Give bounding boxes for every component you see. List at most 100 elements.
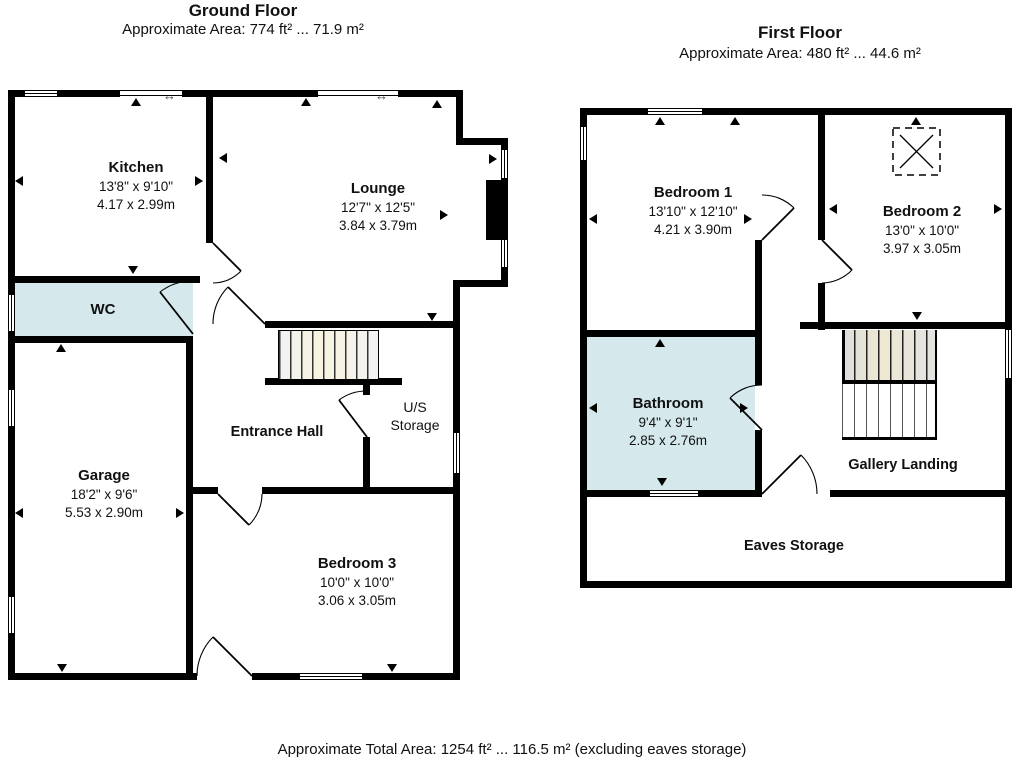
door-swing-arc [821,269,853,284]
room-dim-metric: 2.85 x 2.76m [628,432,708,448]
wall [8,90,463,97]
room-name: Kitchen [108,159,164,176]
wall [501,138,508,287]
marker-triangle-icon [301,98,311,106]
wall [265,378,402,385]
wall [755,240,762,330]
wall [830,490,1012,497]
room-name: Bedroom 1 [653,184,733,201]
bedroom1-label: Bedroom 1 13'10" x 12'10" 4.21 x 3.90m [608,183,778,238]
wall [186,336,193,680]
wall [1005,108,1012,497]
wall [363,437,370,494]
wall [755,430,762,497]
lounge-label: Lounge 12'7" x 12'5" 3.84 x 3.79m [293,179,463,234]
room-dim-metric: 3.06 x 3.05m [317,592,397,608]
wall [193,487,218,494]
room-name: Entrance Hall [230,424,324,440]
marker-triangle-icon [440,210,448,220]
window [501,240,508,267]
wall [8,276,200,283]
ground-floor-area: Approximate Area: 774 ft² ... 71.9 m² [122,21,364,38]
room-dim-imperial: 13'10" x 12'10" [648,203,738,219]
garage-label: Garage 18'2" x 9'6" 5.53 x 2.90m [19,466,189,521]
wall [818,108,825,240]
marker-triangle-icon [56,344,66,352]
stair-rail [842,380,937,384]
window [8,597,15,633]
marker-triangle-icon [219,153,227,163]
window [318,90,398,97]
stair-edge [842,437,937,440]
wall [453,280,460,680]
room-dim-metric: 5.53 x 2.90m [64,504,144,520]
room-dim-imperial: 18'2" x 9'6" [70,486,138,502]
wall [818,283,825,330]
wall [8,673,197,680]
skylight-cross [899,134,934,169]
room-dim-metric: 4.17 x 2.99m [96,196,176,212]
marker-triangle-icon [489,154,497,164]
wall [755,337,762,385]
wall [580,497,587,588]
window [300,673,362,680]
marker-triangle-icon [744,214,752,224]
marker-triangle-icon [57,664,67,672]
room-name: Bathroom [632,395,704,412]
wall [8,90,15,680]
marker-triangle-icon [911,117,921,125]
window [1005,330,1012,378]
room-name: Eaves Storage [744,538,844,554]
door-leaf [761,454,802,495]
door-swing-arc [196,636,214,677]
wall [8,336,193,343]
wall [580,581,1012,588]
room-dim-imperial: 10'0" x 10'0" [319,574,395,590]
window [501,150,508,178]
bathroom-fill [587,337,755,490]
window [8,390,15,426]
stair-edge [935,330,937,440]
door-swing-arc [800,454,818,495]
room-dim-imperial: 13'8" x 9'10" [98,178,174,194]
ground-floor-title: Ground Floor [188,1,298,20]
wall [363,378,370,395]
total-area-text: Approximate Total Area: 1254 ft² ... 116… [277,741,747,758]
wall [580,108,1012,115]
first-floor-area: Approximate Area: 480 ft² ... 44.6 m² [679,45,921,62]
wall [1005,497,1012,588]
wall [262,487,460,494]
marker-triangle-icon [655,117,665,125]
wall [800,322,1012,329]
door-swing-arc [248,493,263,526]
bedroom2-label: Bedroom 2 13'0" x 10'0" 3.97 x 3.05m [837,202,1007,257]
marker-triangle-icon [829,204,837,214]
room-dim-imperial: 13'0" x 10'0" [884,222,960,238]
marker-triangle-icon [740,403,748,413]
stair-edge [842,330,845,380]
gallery-landing-label: Gallery Landing [818,456,988,475]
room-name: Lounge [350,180,406,197]
room-name: U/S Storage [390,399,440,434]
marker-triangle-icon [655,339,665,347]
marker-triangle-icon [912,312,922,320]
room-name: Bedroom 2 [882,203,962,220]
room-dim-metric: 3.97 x 3.05m [882,240,962,256]
us-storage-label: U/S Storage [384,398,446,435]
window-arrow-icon: ↔ [163,88,176,103]
door-leaf [217,493,250,526]
wall [206,90,213,243]
bathroom-label: Bathroom 9'4" x 9'1" 2.85 x 2.76m [583,394,753,449]
room-dim-imperial: 12'7" x 12'5" [340,199,416,215]
marker-triangle-icon [730,117,740,125]
marker-triangle-icon [657,478,667,486]
marker-triangle-icon [432,100,442,108]
room-name: Garage [78,467,130,484]
skylight-symbol [892,127,941,176]
window [648,108,702,115]
wall [580,330,762,337]
staircase-lower-flight [842,384,937,437]
door-leaf [212,242,242,272]
marker-triangle-icon [128,266,138,274]
